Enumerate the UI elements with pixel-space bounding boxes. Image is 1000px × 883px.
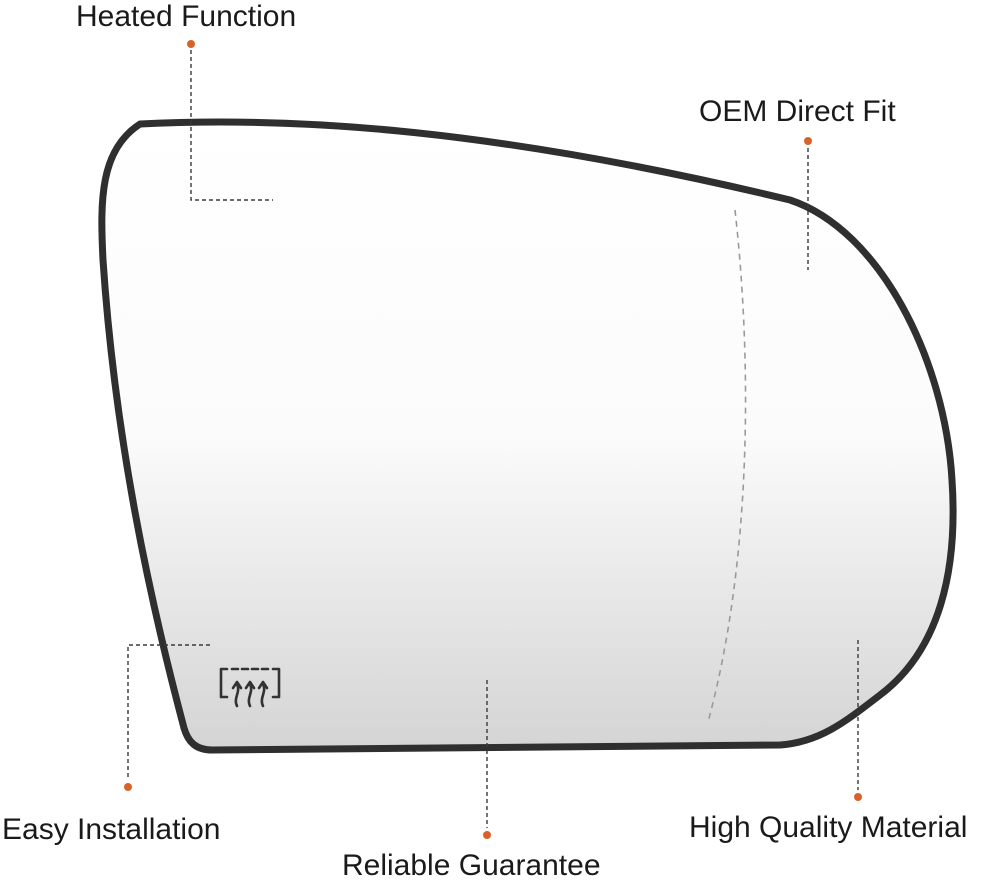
feature-label-reliable-guarantee: Reliable Guarantee (342, 849, 601, 882)
callout-reliable-guarantee (483, 680, 491, 839)
feature-label-high-quality-material: High Quality Material (689, 811, 968, 844)
aspheric-divider-line (707, 209, 747, 723)
mirror-frame (98, 118, 957, 754)
feature-label-heated-function: Heated Function (76, 0, 297, 33)
callout-heated-function (187, 40, 273, 201)
callout-easy-installation (124, 644, 210, 791)
feature-label-oem-direct-fit: OEM Direct Fit (699, 95, 896, 128)
callout-oem-direct-fit (804, 137, 812, 270)
feature-label-easy-installation: Easy Installation (2, 813, 221, 846)
heated-mirror-defrost-icon (219, 667, 281, 708)
callout-high-quality-material (854, 640, 862, 801)
